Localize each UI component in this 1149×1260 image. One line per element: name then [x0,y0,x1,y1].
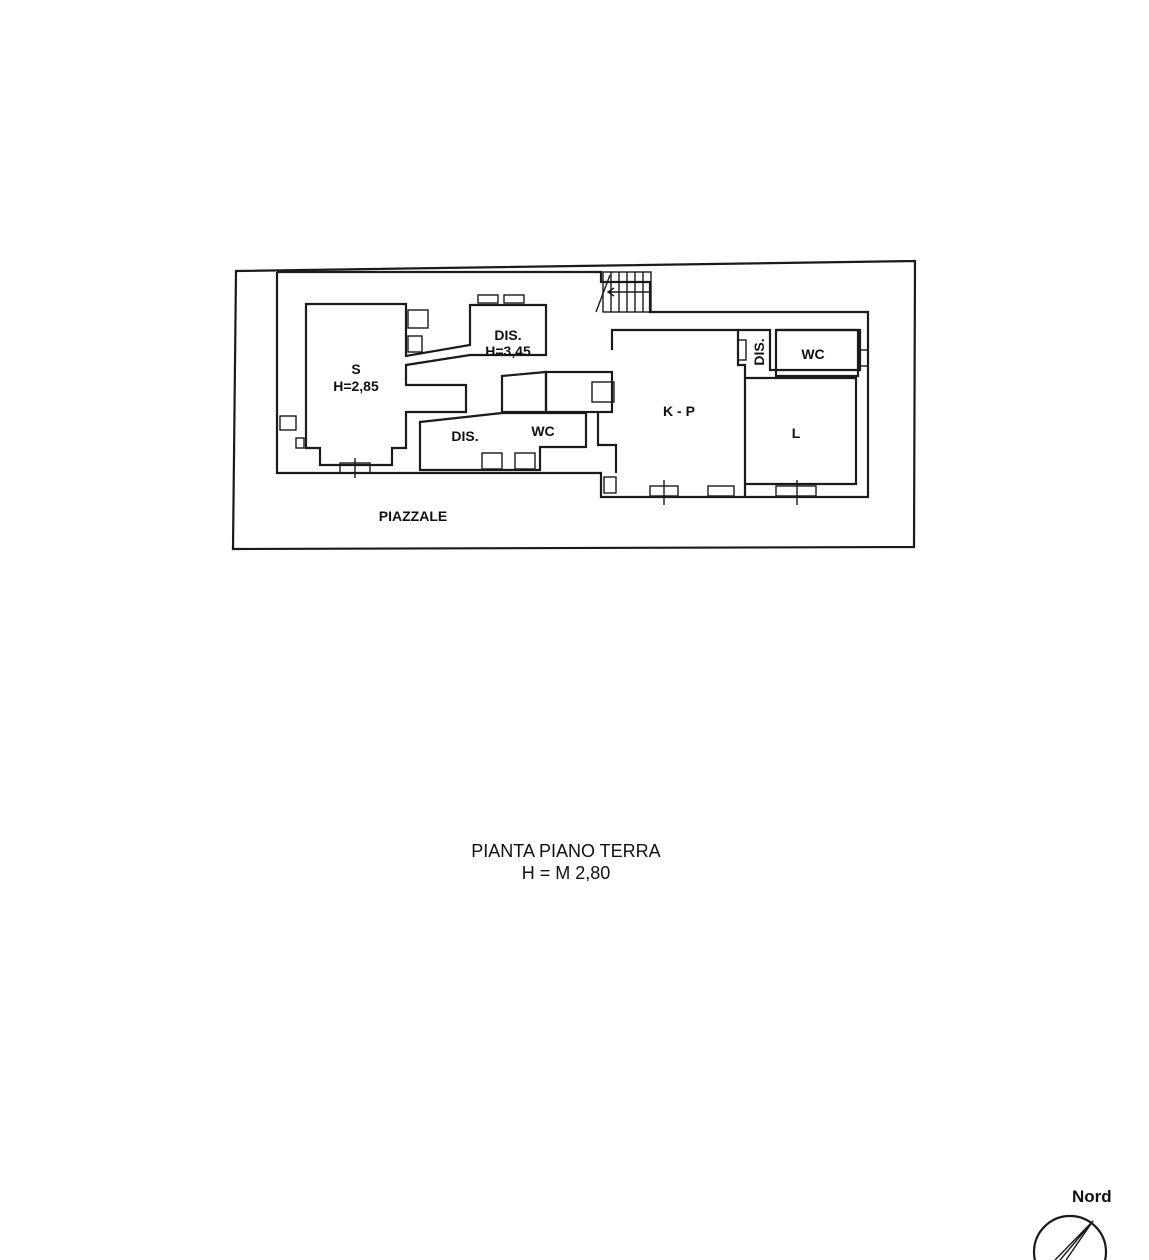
room-wc-right-name: WC [801,346,824,362]
room-wc-center-name: WC [531,423,554,439]
room-dis-lower-outline [418,411,588,472]
windows [279,294,869,505]
outside-label: PIAZZALE [379,508,447,524]
cabinet-b [407,309,429,329]
closet [544,370,614,414]
north-arrow-icon [1032,1214,1108,1260]
cabinet-a [591,381,615,403]
room-l-outline [745,376,858,486]
room-s-outline [304,302,548,467]
room-wc-center-outline [500,370,548,414]
room-kp-name: K - P [663,403,695,419]
lot-boundary [231,259,917,551]
building-perimeter [275,270,870,499]
room-s-name: S [351,361,360,377]
room-dis-right-name: DIS. [751,338,767,365]
room-s-height: H=2,85 [333,378,379,394]
room-dis-lower-name: DIS. [451,428,478,444]
stair [595,271,652,313]
cabinet-c [407,335,423,353]
room-dis-upper-height: H=3,45 [485,343,531,359]
plan-height-note: H = M 2,80 [521,863,611,883]
room-l-name: L [792,425,801,441]
north-label: Nord [1072,1187,1112,1206]
plan-title: PIANTA PIANO TERRA [471,841,661,861]
room-dis-upper-name: DIS. [494,327,521,343]
room-kp-left-wall [596,413,618,473]
